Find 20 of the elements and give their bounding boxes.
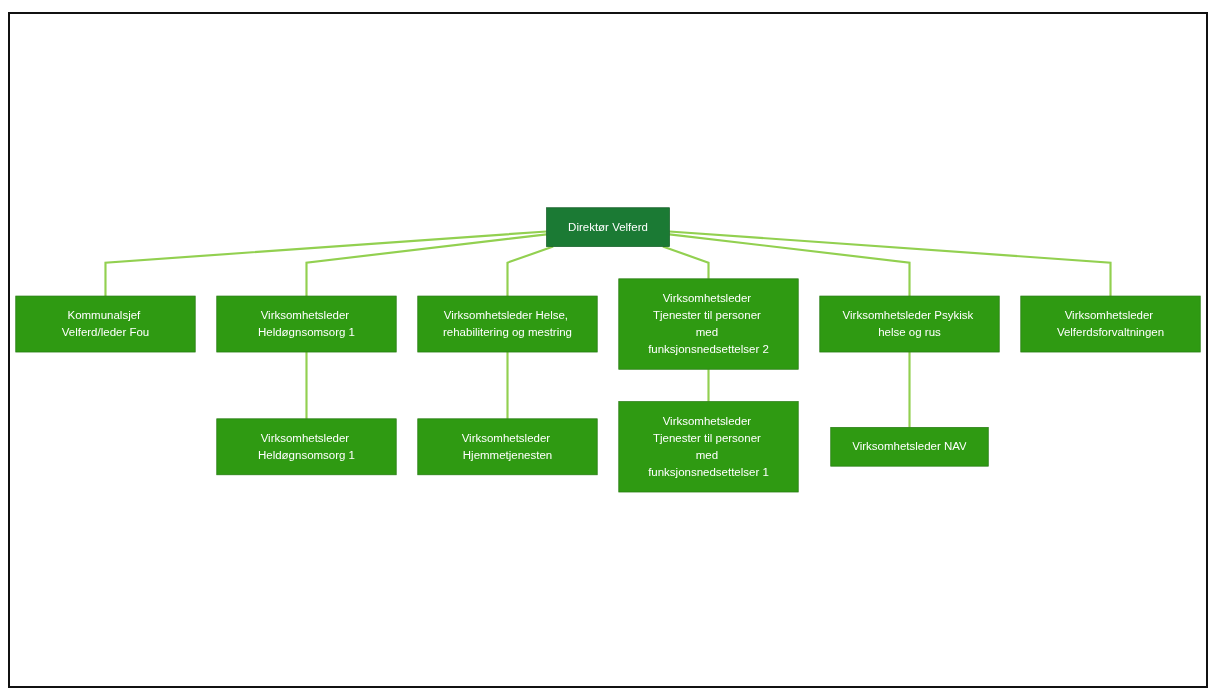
node-box: Virksomhetsleder Helse, rehabilitering og mestring (417, 295, 598, 353)
connector (506, 352, 509, 419)
node-box: Kommunalsjef Velferd/leder Fou (15, 295, 196, 353)
node-box: Virksomhetsleder Tjenester til personer med funksjonsnedsettelser 1 (618, 401, 799, 493)
connector (305, 233, 547, 297)
node-box: Virksomhetsleder Heldøgnsomsorg 1 (216, 418, 397, 476)
node-box: Virksomhetsleder Hjemmetjenesten (417, 418, 598, 476)
node-box: Virksomhetsleder NAV (830, 427, 989, 467)
connector (707, 369, 710, 402)
connector (908, 352, 911, 428)
connector (669, 230, 1112, 297)
node-box: Virksomhetsleder Tjenester til personer med funksjonsnedsettelser 2 (618, 278, 799, 370)
connector (104, 230, 547, 297)
node-box: Direktør Velferd (546, 207, 670, 247)
node-box: Virksomhetsleder Heldøgnsomsorg 1 (216, 295, 397, 353)
node-box: Virksomhetsleder Velferdsforvaltningen (1020, 295, 1201, 353)
node-box: Virksomhetsleder Psykisk helse og rus (819, 295, 1000, 353)
connector (662, 245, 710, 279)
connector (669, 233, 911, 297)
connector (305, 352, 308, 419)
